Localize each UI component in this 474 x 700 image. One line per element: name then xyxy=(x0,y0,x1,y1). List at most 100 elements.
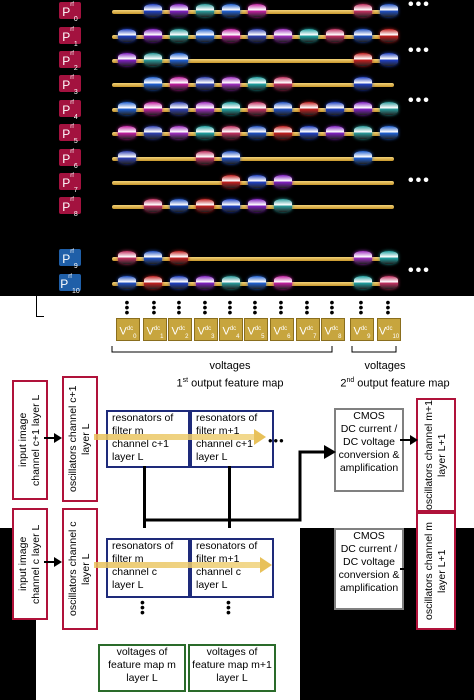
resonator-r0-c1 xyxy=(144,4,162,17)
signal-arrow-bottom xyxy=(94,562,260,568)
resonator-r3-c5 xyxy=(248,77,266,90)
resonator-r10-c3 xyxy=(196,276,214,289)
resonator-r3-c9 xyxy=(354,77,372,90)
cmos-bottom: CMOS DC current / DC voltage conversion … xyxy=(334,528,404,610)
resonator-r4-c9 xyxy=(354,102,372,115)
signal-arrowhead-top xyxy=(254,429,266,445)
port-label-5: Prf5 xyxy=(59,124,81,145)
port-label-8: Prf8 xyxy=(59,197,81,218)
column-ellipsis-5: ••• xyxy=(252,294,258,320)
resonator-r10-c6 xyxy=(274,276,292,289)
oscillators-bottom: oscillators channel c layer L xyxy=(62,508,98,630)
column-ellipsis-10: ••• xyxy=(385,294,391,320)
resonator-r1-c6 xyxy=(274,29,292,42)
voltage-tag-3: Vdc3 xyxy=(194,318,218,341)
resonator-r10-c9 xyxy=(354,276,372,289)
connector-m1 xyxy=(228,466,231,528)
column-ellipsis-6: ••• xyxy=(278,294,284,320)
row-ellipsis-4: ••• xyxy=(408,172,431,189)
resonator-r8-c1 xyxy=(144,199,162,212)
resonator-r1-c8 xyxy=(326,29,344,42)
resonator-r5-c7 xyxy=(300,126,318,139)
feed-line-2 xyxy=(112,59,394,63)
voltage-tag-8: Vdc8 xyxy=(321,318,345,341)
port-label-6: Prf6 xyxy=(59,149,81,170)
resonators-filter-m-bottom: resonators of filter m channel c layer L xyxy=(106,538,190,598)
column-ellipsis-4: ••• xyxy=(227,294,233,320)
voltage-tag-5: Vdc5 xyxy=(244,318,268,341)
port-label-2: Prf2 xyxy=(59,51,81,72)
resonator-r10-c10 xyxy=(380,276,398,289)
resonator-r2-c9 xyxy=(354,53,372,66)
resonator-r5-c4 xyxy=(222,126,240,139)
vdots-m1: ••• xyxy=(226,594,231,620)
port-label-1: Prf1 xyxy=(59,27,81,48)
column-ellipsis-9: ••• xyxy=(358,294,364,320)
voltage-tag-2: Vdc2 xyxy=(168,318,192,341)
resonator-r7-c6 xyxy=(274,175,292,188)
array-bracket xyxy=(36,296,37,316)
resonator-r0-c9 xyxy=(354,4,372,17)
port-label-9: Prf9 xyxy=(59,249,81,270)
cmos-routing xyxy=(146,445,336,522)
resonator-r5-c2 xyxy=(170,126,188,139)
resonator-r9-c10 xyxy=(380,251,398,264)
resonator-r0-c4 xyxy=(222,4,240,17)
resonator-r1-c1 xyxy=(144,29,162,42)
resonator-r9-c1 xyxy=(144,251,162,264)
voltages-label-2: voltages xyxy=(364,360,406,372)
resonator-r0-c10 xyxy=(380,4,398,17)
resonator-r8-c6 xyxy=(274,199,292,212)
resonator-r4-c2 xyxy=(170,102,188,115)
resonator-r3-c4 xyxy=(222,77,240,90)
resonator-r3-c1 xyxy=(144,77,162,90)
resonator-r1-c7 xyxy=(300,29,318,42)
voltage-tag-10: Vdc10 xyxy=(377,318,401,341)
resonator-r5-c3 xyxy=(196,126,214,139)
resonator-r3-c2 xyxy=(170,77,188,90)
input-image-bottom: input image channel c layer L xyxy=(12,508,48,620)
resonator-r10-c1 xyxy=(144,276,162,289)
resonator-r6-c4 xyxy=(222,151,240,164)
feed-line-6 xyxy=(112,157,394,161)
resonator-r4-c7 xyxy=(300,102,318,115)
resonator-r0-c5 xyxy=(248,4,266,17)
cmos-top: CMOS DC current / DC voltage conversion … xyxy=(334,408,404,492)
resonator-r1-c9 xyxy=(354,29,372,42)
column-ellipsis-0: ••• xyxy=(124,294,130,320)
row-ellipsis-5: ••• xyxy=(408,262,431,279)
input-arrow-bottom xyxy=(44,557,62,567)
resonator-r8-c4 xyxy=(222,199,240,212)
voltage-tag-4: Vdc4 xyxy=(219,318,243,341)
resonator-r10-c0 xyxy=(118,276,136,289)
resonator-r1-c2 xyxy=(170,29,188,42)
signal-arrowhead-bottom xyxy=(260,557,272,573)
resonator-r4-c4 xyxy=(222,102,240,115)
voltage-tag-0: Vdc0 xyxy=(116,318,140,341)
feature-map-m1: voltages of feature map m+1 layer L xyxy=(188,644,276,692)
resonator-r2-c1 xyxy=(144,53,162,66)
resonator-r3-c6 xyxy=(274,77,292,90)
resonator-r9-c2 xyxy=(170,251,188,264)
port-label-4: Prf4 xyxy=(59,100,81,121)
cmos-arrows-top xyxy=(400,435,418,445)
resonator-r1-c3 xyxy=(196,29,214,42)
feature-map-1-label: 1st output feature map xyxy=(176,377,284,390)
port-label-0: Prf0 xyxy=(59,2,81,23)
resonator-r1-c5 xyxy=(248,29,266,42)
resonator-r2-c2 xyxy=(170,53,188,66)
input-arrow-top xyxy=(44,433,62,443)
resonator-r5-c0 xyxy=(118,126,136,139)
resonator-r4-c5 xyxy=(248,102,266,115)
voltage-tag-7: Vdc7 xyxy=(296,318,320,341)
resonator-r7-c4 xyxy=(222,175,240,188)
resonator-r6-c9 xyxy=(354,151,372,164)
resonator-r2-c10 xyxy=(380,53,398,66)
resonator-r5-c9 xyxy=(354,126,372,139)
resonator-r8-c5 xyxy=(248,199,266,212)
voltage-tag-9: Vdc9 xyxy=(350,318,374,341)
resonator-r7-c5 xyxy=(248,175,266,188)
column-ellipsis-1: ••• xyxy=(151,294,157,320)
resonator-r1-c0 xyxy=(118,29,136,42)
column-ellipsis-8: ••• xyxy=(329,294,335,320)
